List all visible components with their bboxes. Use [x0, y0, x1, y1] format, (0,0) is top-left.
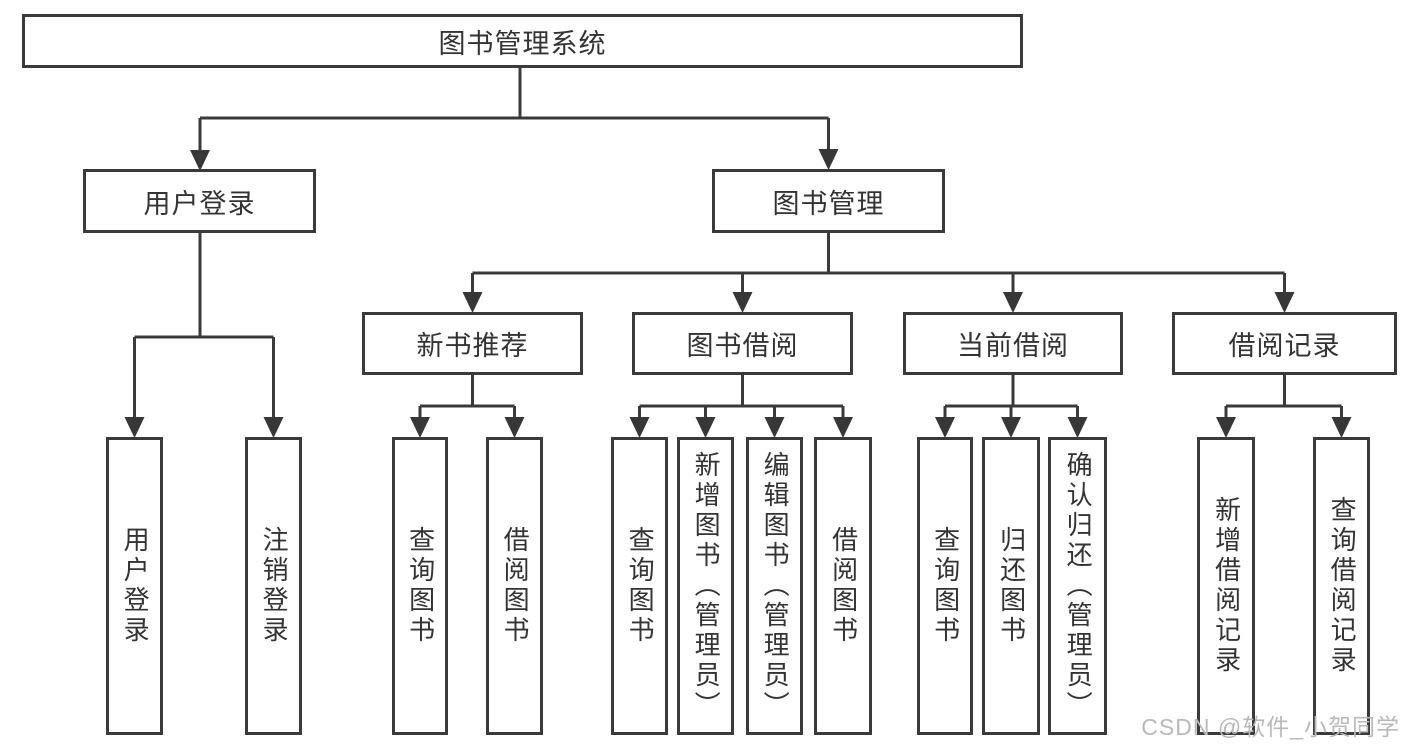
- leaf-label: 查询借阅记录: [1327, 496, 1358, 676]
- leaf-label: 借阅图书: [828, 526, 859, 646]
- node-user-login: 用户登录: [83, 169, 316, 233]
- leaf-add-book-admin: 新增图书（管理员）: [677, 437, 734, 735]
- leaf-return-books: 归还图书: [982, 437, 1040, 735]
- node-new-book-recommend: 新书推荐: [362, 312, 583, 375]
- leaf-borrow-books-recommend: 借阅图书: [486, 437, 543, 735]
- leaf-label: 新增借阅记录: [1211, 496, 1242, 676]
- leaf-query-books-recommend: 查询图书: [392, 437, 448, 735]
- leaf-edit-book-admin: 编辑图书（管理员）: [746, 437, 803, 735]
- leaf-label: 查询图书: [930, 526, 961, 646]
- node-label: 图书管理系统: [438, 28, 607, 59]
- node-root-library-system: 图书管理系统: [22, 14, 1023, 68]
- node-current-borrow: 当前借阅: [903, 312, 1123, 375]
- leaf-label: 编辑图书（管理员）: [760, 451, 791, 721]
- connector-root-to-level2: [190, 68, 839, 171]
- leaf-query-books-borrow: 查询图书: [611, 437, 668, 735]
- node-label: 当前借阅: [957, 331, 1069, 361]
- connector-current-borrow-to-leaves: [935, 375, 1088, 438]
- csdn-watermark: CSDN @软件_小贺同学: [1141, 714, 1400, 740]
- node-book-management: 图书管理: [712, 169, 945, 233]
- leaf-label: 确认归还（管理员）: [1063, 451, 1094, 721]
- connector-borrow-records-to-leaves: [1216, 375, 1352, 438]
- leaf-logout: 注销登录: [245, 437, 302, 735]
- node-label: 图书借阅: [686, 331, 799, 361]
- leaf-borrow-books: 借阅图书: [814, 437, 872, 735]
- leaf-confirm-return-admin: 确认归还（管理员）: [1048, 437, 1107, 735]
- node-borrow-records: 借阅记录: [1172, 312, 1397, 375]
- connector-book-mgmt-to-level3: [462, 233, 1295, 313]
- connector-book-borrow-to-leaves: [629, 375, 853, 438]
- leaf-label: 查询图书: [625, 526, 656, 646]
- leaf-label: 借阅图书: [500, 526, 531, 646]
- node-label: 借阅记录: [1228, 331, 1341, 361]
- leaf-query-books-current: 查询图书: [917, 437, 973, 735]
- node-label: 图书管理: [772, 188, 885, 219]
- leaf-label: 查询图书: [405, 526, 436, 646]
- leaf-user-login: 用户登录: [106, 437, 163, 735]
- node-label: 新书推荐: [416, 331, 529, 361]
- leaf-query-borrow-record: 查询借阅记录: [1313, 437, 1370, 735]
- node-label: 用户登录: [143, 188, 256, 219]
- node-book-borrow: 图书借阅: [632, 312, 853, 375]
- leaf-label: 归还图书: [996, 526, 1027, 646]
- leaf-add-borrow-record: 新增借阅记录: [1197, 437, 1255, 735]
- leaf-label: 新增图书（管理员）: [691, 451, 722, 721]
- leaf-label: 注销登录: [259, 526, 290, 646]
- connector-user-login-to-leaves: [124, 233, 284, 438]
- connector-new-books-to-leaves: [410, 375, 525, 438]
- leaf-label: 用户登录: [120, 526, 151, 646]
